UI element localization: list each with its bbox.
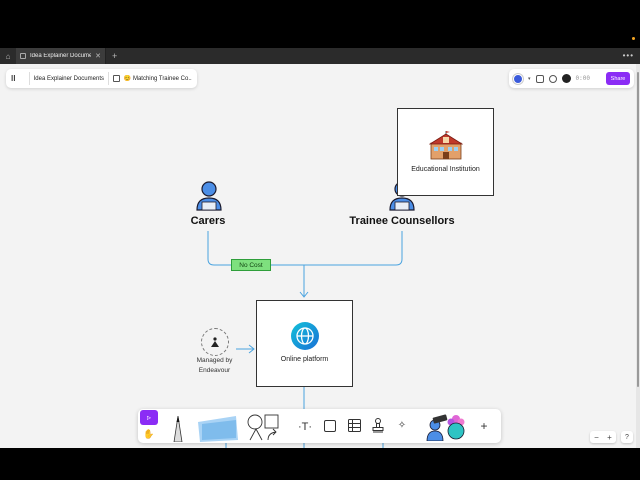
arrowhead-managed: [248, 344, 255, 354]
institution-box[interactable]: Educational Institution: [397, 108, 494, 196]
timer-readout[interactable]: 0:00: [575, 75, 590, 82]
ai-sparkle-icon[interactable]: ✧: [397, 420, 407, 431]
endeavour-logo[interactable]: [201, 328, 229, 356]
scrollbar-thumb[interactable]: [637, 72, 639, 387]
person-mark-icon: [211, 337, 219, 347]
arrowhead-platform: [299, 291, 309, 298]
board-name[interactable]: Idea Explainer Documents: [33, 75, 104, 82]
layout-icon[interactable]: [535, 74, 544, 83]
add-tool-icon[interactable]: +: [480, 419, 488, 433]
divider: [107, 72, 109, 85]
sticky-note-tool-icon[interactable]: [196, 414, 240, 442]
divider: [28, 72, 30, 85]
tab-label: Idea Explainer Documents: [30, 53, 92, 59]
carers-person-icon[interactable]: [195, 180, 223, 212]
managed-line2: Endeavour: [198, 367, 231, 374]
text-tool-icon[interactable]: ·T·: [297, 421, 313, 433]
recording-indicator: [632, 37, 635, 40]
frame-tool-icon[interactable]: [324, 420, 336, 432]
tab-bar: ⌂ Idea Explainer Documents ✕ + •••: [0, 48, 640, 64]
frame-name[interactable]: 😊 Matching Trainee Co...: [123, 76, 192, 82]
breadcrumb: ǀǀ Idea Explainer Documents 😊 Matching T…: [6, 69, 197, 88]
table-tool-icon[interactable]: [348, 419, 361, 432]
school-icon: [429, 131, 463, 160]
apps-tool-icon[interactable]: [424, 413, 468, 441]
help-button[interactable]: ?: [621, 431, 633, 443]
tab-idea-explainer[interactable]: Idea Explainer Documents ✕: [16, 48, 106, 64]
managed-by-text[interactable]: Managed by Endeavour: [192, 356, 237, 376]
carers-label[interactable]: Carers: [190, 215, 226, 227]
trainee-label[interactable]: Trainee Counsellors: [349, 215, 455, 227]
collaborator-avatar[interactable]: [561, 74, 571, 83]
close-icon[interactable]: ✕: [95, 53, 101, 60]
shapes-tool-icon[interactable]: [246, 413, 280, 441]
no-cost-tag[interactable]: No Cost: [231, 259, 271, 271]
globe-icon: [291, 322, 319, 350]
bottom-black-band: [0, 448, 640, 480]
pen-tool-icon[interactable]: [168, 412, 188, 442]
top-black-band: [0, 0, 640, 48]
user-avatar[interactable]: [513, 73, 523, 84]
share-button[interactable]: Share: [606, 72, 630, 85]
creation-toolbar: ▹ ✋ ·T· ✧: [138, 409, 501, 443]
platform-label: Online platform: [280, 356, 329, 363]
home-icon[interactable]: ⌂: [5, 51, 11, 61]
managed-line1: Managed by: [196, 357, 233, 364]
institution-label: Educational Institution: [411, 166, 480, 173]
zoom-in-button[interactable]: +: [607, 432, 612, 442]
connector-stubs: [225, 443, 384, 448]
connector-trainee: [271, 231, 403, 266]
new-tab-button[interactable]: +: [112, 51, 118, 61]
more-menu-icon[interactable]: •••: [622, 51, 634, 60]
online-platform-box[interactable]: Online platform: [256, 300, 353, 387]
miro-logo-icon[interactable]: ǀǀ: [11, 74, 16, 83]
hand-tool-icon[interactable]: ✋: [143, 428, 155, 439]
board-icon: [20, 53, 26, 59]
comment-icon[interactable]: [548, 74, 557, 83]
stamp-tool-icon[interactable]: [372, 418, 384, 433]
select-tool-icon[interactable]: ▹: [140, 410, 158, 425]
frame-icon: [112, 75, 120, 82]
collaboration-panel: ▾ 0:00 Share: [509, 69, 634, 88]
zoom-out-button[interactable]: −: [594, 432, 599, 442]
zoom-controls: − +: [590, 431, 616, 443]
chevron-down-icon[interactable]: ▾: [528, 75, 531, 82]
connector-carers: [207, 231, 231, 266]
